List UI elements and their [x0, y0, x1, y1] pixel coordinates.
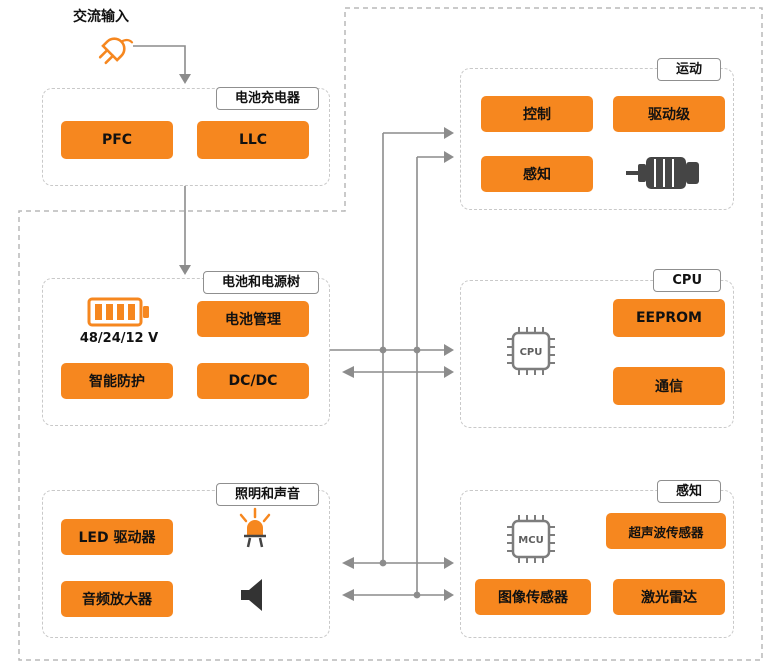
- block-pfc[interactable]: PFC: [61, 121, 173, 159]
- ac-plug-icon: [93, 26, 137, 70]
- panel-cpu: CPU CPU EEPROM 通信: [460, 269, 734, 428]
- panel-lighting-sound: 照明和声音 LED 驱动器 音频放大器: [42, 483, 330, 638]
- block-communication[interactable]: 通信: [613, 367, 725, 405]
- panel-battery-charger: 电池充电器 PFC LLC: [42, 87, 330, 186]
- system-boundary: [18, 7, 763, 661]
- panel-motion: 运动 控制 驱动级 感知: [460, 58, 734, 210]
- panel-title: 感知: [656, 480, 721, 503]
- mcu-chip-label: MCU: [518, 535, 543, 546]
- panel-battery-power-tree: 电池和电源树 48/24/12 V 电池管理 智能防护 DC/DC: [42, 271, 330, 426]
- panel-sensing: 感知 MCU 超声波传感器 图像传感器 激光雷达: [460, 480, 734, 638]
- block-battery-management[interactable]: 电池管理: [197, 301, 309, 337]
- panel-title: 运动: [656, 58, 721, 81]
- block-llc[interactable]: LLC: [197, 121, 309, 159]
- panel-title: 电池和电源树: [202, 271, 319, 294]
- cpu-chip-icon: CPU: [499, 319, 563, 383]
- battery-icon: [87, 295, 151, 329]
- block-dcdc[interactable]: DC/DC: [197, 363, 309, 399]
- speaker-icon: [235, 573, 279, 617]
- block-audio-amplifier[interactable]: 音频放大器: [61, 581, 173, 617]
- block-led-driver[interactable]: LED 驱动器: [61, 519, 173, 555]
- arrowheads: [179, 74, 454, 601]
- block-drive-stage[interactable]: 驱动级: [613, 96, 725, 132]
- panel-title: 电池充电器: [215, 87, 319, 110]
- block-ultrasonic-sensor[interactable]: 超声波传感器: [606, 513, 726, 549]
- ac-input-label: 交流输入: [73, 9, 129, 25]
- battery-voltage-label: 48/24/12 V: [79, 331, 159, 346]
- block-image-sensor[interactable]: 图像传感器: [475, 579, 591, 615]
- block-sensing-motion[interactable]: 感知: [481, 156, 593, 192]
- block-eeprom[interactable]: EEPROM: [613, 299, 725, 337]
- block-lidar[interactable]: 激光雷达: [613, 579, 725, 615]
- block-control[interactable]: 控制: [481, 96, 593, 132]
- cpu-chip-label: CPU: [520, 347, 543, 358]
- mcu-chip-icon: MCU: [499, 507, 563, 571]
- block-smart-protection[interactable]: 智能防护: [61, 363, 173, 399]
- panel-title: 照明和声音: [215, 483, 319, 506]
- panel-title: CPU: [653, 269, 721, 292]
- led-icon: [231, 505, 279, 553]
- motor-icon: [623, 147, 707, 199]
